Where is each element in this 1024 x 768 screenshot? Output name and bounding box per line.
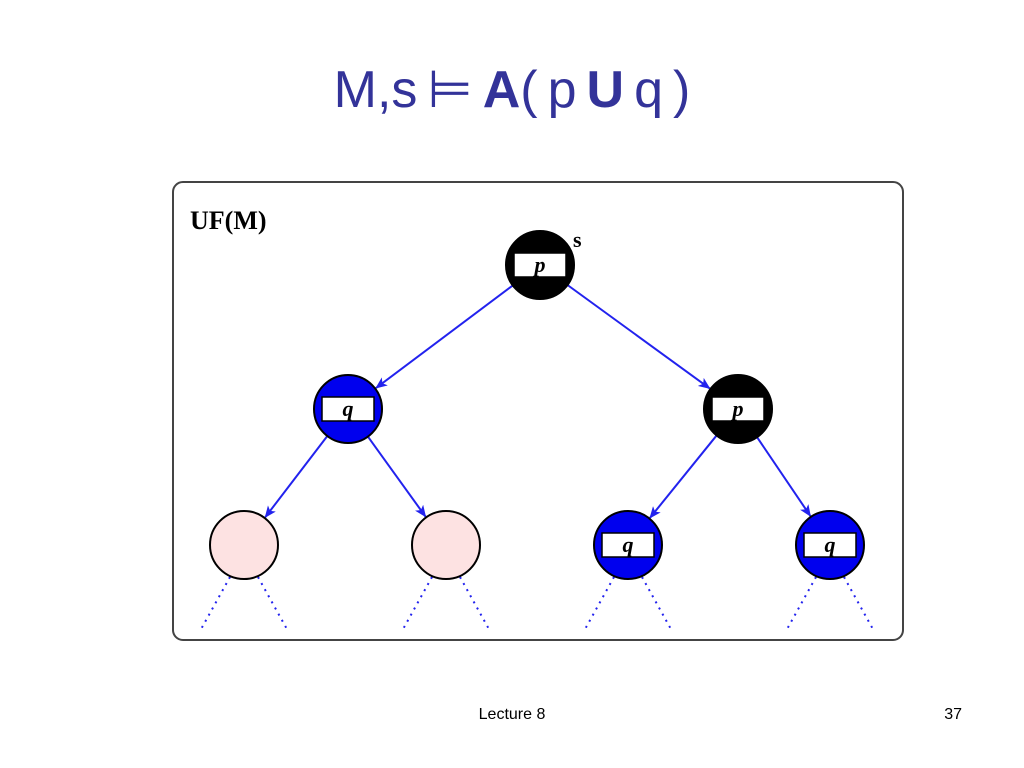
footer-lecture: Lecture 8 bbox=[478, 706, 546, 723]
proposition-label: q bbox=[343, 396, 354, 421]
transition-arrow bbox=[375, 284, 514, 389]
proposition-label: q bbox=[623, 532, 634, 557]
proposition-label: p bbox=[731, 396, 744, 421]
proposition-box bbox=[321, 396, 375, 422]
transition-arrow bbox=[264, 435, 329, 518]
transitions-layer bbox=[264, 284, 812, 519]
states-layer: p q p q q bbox=[209, 230, 865, 580]
title-close-paren: ) bbox=[673, 61, 691, 119]
footer-page-number: 37 bbox=[944, 706, 962, 723]
diagram-frame bbox=[172, 181, 904, 641]
proposition-box bbox=[601, 532, 655, 558]
proposition-box bbox=[711, 396, 765, 422]
title-open-paren: ( bbox=[520, 61, 538, 119]
diagram-box-label: UF(M) bbox=[190, 206, 267, 235]
title-right-prop: q bbox=[634, 61, 664, 119]
proposition-label: q bbox=[825, 532, 836, 557]
title-left-prop: p bbox=[547, 61, 577, 119]
state-circle bbox=[209, 510, 279, 580]
transition-arrow bbox=[367, 435, 427, 518]
transition-arrow bbox=[649, 434, 718, 519]
state-l2-4: q bbox=[795, 510, 865, 580]
state-root: p bbox=[505, 230, 575, 300]
state-l1-left: q bbox=[313, 374, 383, 444]
state-l2-1 bbox=[209, 510, 279, 580]
title-model-state: M,s bbox=[333, 61, 418, 119]
state-l1-right: p bbox=[703, 374, 773, 444]
title-satisfies-symbol: ⊨ bbox=[427, 61, 473, 119]
state-l2-3: q bbox=[593, 510, 663, 580]
transition-arrow bbox=[566, 284, 711, 390]
state-l2-2 bbox=[411, 510, 481, 580]
title-until-operator: U bbox=[586, 61, 625, 119]
computation-tree-diagram: UF(M) p q p q q s bbox=[172, 181, 904, 641]
proposition-label: p bbox=[533, 252, 546, 277]
proposition-box bbox=[513, 252, 567, 278]
title-path-quantifier: A bbox=[482, 61, 521, 119]
root-state-label: s bbox=[573, 227, 582, 252]
transition-arrow bbox=[756, 436, 812, 517]
proposition-box bbox=[803, 532, 857, 558]
state-circle bbox=[411, 510, 481, 580]
